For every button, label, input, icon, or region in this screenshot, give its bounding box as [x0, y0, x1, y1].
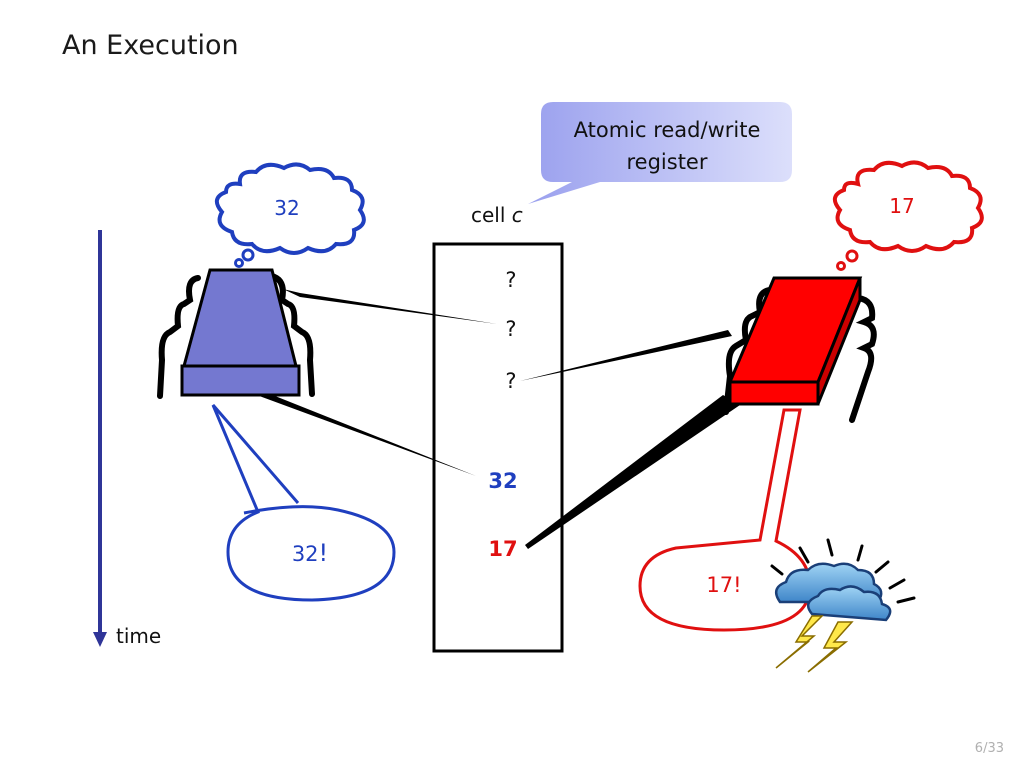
right-thread-wires — [520, 330, 740, 549]
right-thought-value: 17 — [889, 194, 914, 218]
right-speech-text: 17! — [706, 573, 741, 597]
cell-value-2: ? — [505, 317, 516, 341]
left-thought-value: 32 — [274, 196, 299, 220]
right-speech-bubble: 17! — [638, 408, 812, 632]
storm-cloud-icon — [770, 538, 916, 673]
cell-value-17: 17 — [488, 537, 517, 561]
right-thought-bubble: 17 — [832, 160, 984, 271]
cell-value-3: ? — [505, 369, 516, 393]
left-thread-wires — [245, 289, 497, 476]
red-processor — [723, 276, 877, 423]
page-number: 6/33 — [974, 741, 1004, 756]
memory-cell-box — [432, 242, 564, 653]
slide-title: An Execution — [62, 30, 239, 61]
cell-value-1: ? — [505, 268, 516, 292]
cell-value-32: 32 — [488, 469, 517, 493]
time-label: time — [116, 624, 161, 648]
left-thought-bubble: 32 — [214, 162, 366, 268]
time-arrow — [93, 230, 107, 647]
left-speech-text: 32! — [292, 539, 328, 567]
register-callout: Atomic read/write register — [528, 102, 792, 204]
callout-line2: register — [627, 150, 708, 174]
cell-label: cell c — [471, 203, 523, 227]
left-speech-bubble: 32! — [211, 404, 396, 602]
callout-line1: Atomic read/write — [574, 118, 761, 142]
blue-processor — [157, 268, 315, 399]
